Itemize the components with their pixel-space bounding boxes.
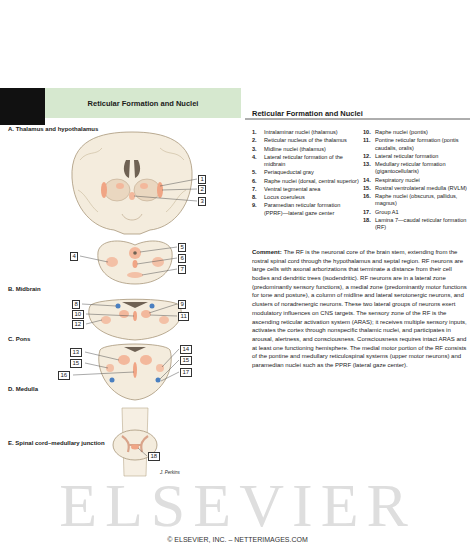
callout-number: 15 xyxy=(183,357,190,363)
list-item: Reticular nucleus of the thalamus xyxy=(264,137,360,144)
list-item: Lateral reticular formation xyxy=(375,153,470,160)
panel-heading: D. Medulla xyxy=(8,386,38,392)
list-number: 6. xyxy=(252,178,264,185)
list-item: Periaqueductal gray xyxy=(264,169,360,176)
list-number: 1. xyxy=(252,129,264,136)
list-number: 12. xyxy=(363,153,375,160)
list-item: Paramedian reticular formation (PPRF)—la… xyxy=(264,202,360,217)
callout-number: 1 xyxy=(201,176,204,182)
callout-box: 15 xyxy=(180,356,192,365)
callout-box: 18 xyxy=(148,452,160,461)
callout-number: 4 xyxy=(73,253,76,259)
panel-heading: A. Thalamus and hypothalamus xyxy=(8,126,98,132)
list-item: Raphe nuclei (dorsal, central superior) xyxy=(264,178,360,185)
list-item: Pontine reticular formation (pontis caud… xyxy=(375,137,470,152)
list-item: Group A1 xyxy=(375,209,470,216)
callout-number: 15 xyxy=(73,360,80,366)
callout-box: 14 xyxy=(180,345,192,354)
callout-number: 6 xyxy=(181,255,184,261)
callout-box: 6 xyxy=(178,254,186,263)
callout-box: 2 xyxy=(198,185,206,194)
list-number: 10. xyxy=(363,129,375,136)
list-number: 18. xyxy=(363,217,375,232)
callout-box: 1 xyxy=(198,175,206,184)
callout-number: 10 xyxy=(75,311,82,317)
callout-number: 5 xyxy=(181,244,184,250)
callout-number: 17 xyxy=(183,369,190,375)
copyright-footer: © ELSEVIER, INC. – NETTERIMAGES.COM xyxy=(0,536,475,543)
callout-box: 13 xyxy=(70,348,82,357)
comment-body: The RF is the neuronal core of the brain… xyxy=(252,249,467,368)
callout-number: 12 xyxy=(75,321,82,327)
list-number: 4. xyxy=(252,154,264,169)
callout-number: 8 xyxy=(75,301,78,307)
callout-number: 9 xyxy=(181,301,184,307)
callout-box: 7 xyxy=(178,265,186,274)
list-number: 3. xyxy=(252,146,264,153)
panel-heading: B. Midbrain xyxy=(8,286,41,292)
list-number: 14. xyxy=(363,177,375,184)
list-number: 7. xyxy=(252,186,264,193)
callout-box: 8 xyxy=(72,300,80,309)
callout-number: 14 xyxy=(183,346,190,352)
callout-number: 18 xyxy=(151,453,158,459)
list-item: Raphe nuclei (pontis) xyxy=(375,129,470,136)
list-number: 9. xyxy=(252,202,264,217)
list-item: Ventral tegmental area xyxy=(264,186,360,193)
midbrain-section xyxy=(98,241,172,284)
list-number: 13. xyxy=(363,161,375,176)
leader-lines xyxy=(73,179,197,456)
callout-box: 12 xyxy=(72,320,84,329)
list-number: 17. xyxy=(363,209,375,216)
list-item: Rostral ventrolateral medulla (RVLM) xyxy=(375,185,470,192)
callout-box: 3 xyxy=(198,197,206,206)
callout-box: 5 xyxy=(178,243,186,252)
header-band xyxy=(45,88,241,118)
callout-box: 11 xyxy=(178,312,189,321)
spinal-cord-section xyxy=(113,408,157,476)
section-heading: Reticular Formation and Nuclei xyxy=(252,109,363,118)
callout-number: 3 xyxy=(201,198,204,204)
callout-number: 13 xyxy=(73,349,80,355)
list-number: 15. xyxy=(363,185,375,192)
list-number: 2. xyxy=(252,137,264,144)
list-item: Intralaminar nuclei (thalamus) xyxy=(264,129,360,136)
list-item: Medullary reticular formation (gigantoce… xyxy=(375,161,470,176)
list-item: Lamina 7—caudal reticular formation (RF) xyxy=(375,217,470,232)
callout-box: 10 xyxy=(72,310,84,319)
callout-box: 4 xyxy=(70,252,78,261)
list-item: Raphe nuclei (obscurus, pallidus, magnus… xyxy=(375,193,470,208)
list-item: Locus coeruleus xyxy=(264,194,360,201)
list-number: 11. xyxy=(363,137,375,152)
list-number: 5. xyxy=(252,169,264,176)
comment-lead: Comment: xyxy=(252,249,282,255)
black-tab xyxy=(0,88,45,125)
list-number: 16. xyxy=(363,193,375,208)
callout-box: 15 xyxy=(70,359,82,368)
page-title: Reticular Formation and Nuclei xyxy=(45,99,241,108)
callout-number: 2 xyxy=(201,186,204,192)
callout-number: 11 xyxy=(181,313,187,319)
header-rule xyxy=(245,119,470,120)
list-item: Midline nuclei (thalamus) xyxy=(264,146,360,153)
watermark: ELSEVIER xyxy=(0,474,475,536)
medulla-section xyxy=(99,344,172,400)
list-item: Lateral reticular formation of the midbr… xyxy=(264,154,360,169)
callout-number: 7 xyxy=(181,266,184,272)
callout-number: 16 xyxy=(61,372,68,378)
list-item: Respiratory nuclei xyxy=(375,177,470,184)
panel-heading: E. Spinal cord–medullary junction xyxy=(8,440,108,446)
callout-box: 9 xyxy=(178,300,186,309)
callout-box: 16 xyxy=(58,371,70,380)
coronal-section xyxy=(72,132,192,234)
panel-heading: C. Pons xyxy=(8,336,30,342)
list-number: 8. xyxy=(252,194,264,201)
callout-box: 17 xyxy=(180,368,192,377)
